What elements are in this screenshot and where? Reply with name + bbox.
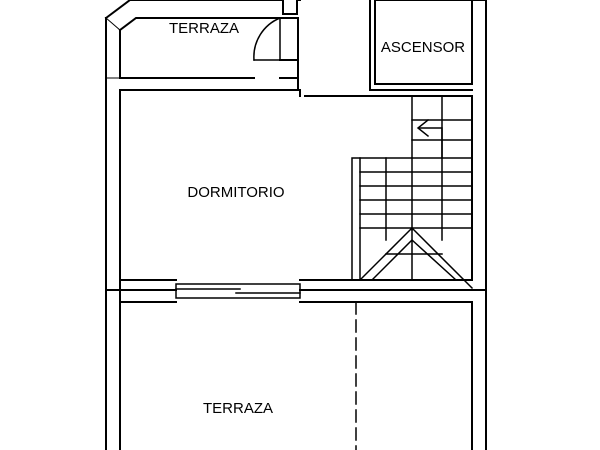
room-label-ascensor: ASCENSOR xyxy=(381,39,465,56)
room-label-dormitorio: DORMITORIO xyxy=(187,184,284,201)
bedroom-window xyxy=(175,283,301,299)
left-outer-wall xyxy=(105,17,121,450)
terrace-bottom-walls xyxy=(119,0,487,450)
room-label-terraza-top: TERRAZA xyxy=(169,20,239,37)
room-label-terraza-bottom: TERRAZA xyxy=(203,400,273,417)
staircase xyxy=(351,95,474,290)
elevator-shaft xyxy=(369,0,473,91)
terrace-door xyxy=(253,17,281,61)
stair-arrow-icon xyxy=(416,118,443,159)
terrace-top-walls xyxy=(104,0,301,79)
bedroom-walls xyxy=(105,59,473,291)
